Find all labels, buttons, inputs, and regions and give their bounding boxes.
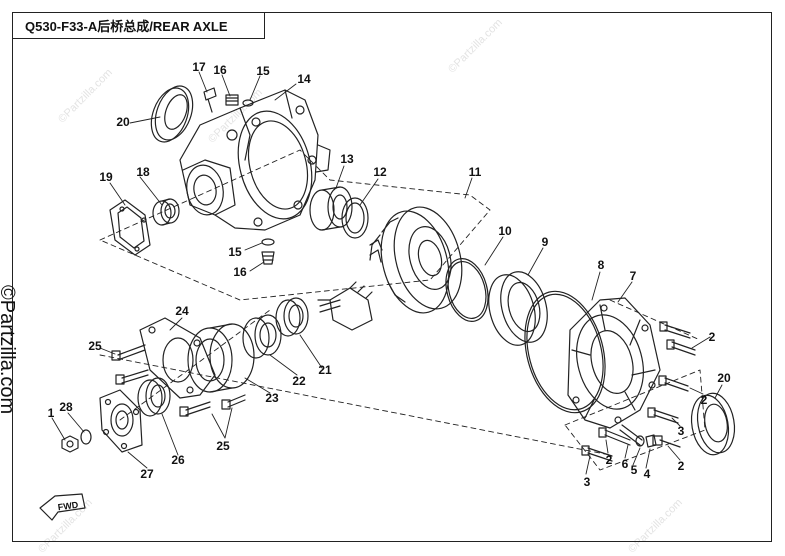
- callout-18[interactable]: 18: [136, 165, 150, 179]
- callout-8[interactable]: 8: [597, 258, 605, 272]
- part-28-washer: [80, 429, 92, 445]
- callout-23[interactable]: 23: [265, 391, 279, 405]
- callout-16[interactable]: 16: [213, 63, 227, 77]
- callout-2[interactable]: 2: [700, 393, 708, 407]
- part-16-plug-lower: [261, 251, 275, 265]
- callout-25[interactable]: 25: [88, 339, 102, 353]
- callout-17[interactable]: 17: [192, 60, 206, 74]
- callout-20[interactable]: 20: [717, 371, 731, 385]
- callout-1[interactable]: 1: [47, 406, 55, 420]
- part-2-bolts: [647, 321, 696, 448]
- fwd-arrow-icon: [39, 493, 86, 521]
- part-20-oil-seal-upper: [150, 85, 194, 143]
- page-title: Q530-F33-A后桥总成/REAR AXLE: [13, 13, 265, 39]
- pinion-gear: [317, 281, 373, 331]
- part-21-seal: [275, 297, 309, 337]
- part-25-bolts: [111, 344, 246, 417]
- callout-22[interactable]: 22: [292, 374, 306, 388]
- part-24-gasket: [139, 317, 216, 399]
- part-8-o-ring: [524, 290, 606, 414]
- callout-15[interactable]: 15: [256, 64, 270, 78]
- callout-13[interactable]: 13: [340, 152, 354, 166]
- callout-28[interactable]: 28: [59, 400, 73, 414]
- part-10-o-ring: [445, 258, 489, 322]
- part-19-gasket: [109, 199, 151, 256]
- part-12-shim: [341, 197, 369, 239]
- callout-26[interactable]: 26: [171, 453, 185, 467]
- callout-16[interactable]: 16: [233, 265, 247, 279]
- part-16-plug-upper: [225, 94, 239, 106]
- part-4-nut: [645, 434, 657, 448]
- part-18-bearing: [152, 198, 180, 226]
- part-22-bearing: [242, 314, 282, 359]
- part-7-cover: [567, 297, 661, 429]
- callout-2[interactable]: 2: [708, 330, 716, 344]
- drawing-frame: [12, 12, 772, 542]
- callout-24[interactable]: 24: [175, 304, 189, 318]
- callout-21[interactable]: 21: [318, 363, 332, 377]
- callout-25[interactable]: 25: [216, 439, 230, 453]
- callout-12[interactable]: 12: [373, 165, 387, 179]
- callout-9[interactable]: 9: [541, 235, 549, 249]
- callout-15[interactable]: 15: [228, 245, 242, 259]
- part-27-flange: [99, 389, 143, 453]
- part-3-bolts: [581, 427, 631, 462]
- callout-5[interactable]: 5: [630, 463, 638, 477]
- callout-3[interactable]: 3: [583, 475, 591, 489]
- part-5-washer: [635, 435, 645, 447]
- part-17-pin: [203, 87, 217, 113]
- callout-7[interactable]: 7: [629, 269, 637, 283]
- part-15-washer-lower: [261, 238, 275, 246]
- callout-20[interactable]: 20: [116, 115, 130, 129]
- callout-2[interactable]: 2: [605, 453, 613, 467]
- part-20-oil-seal-lower: [690, 392, 736, 456]
- part-1-nut: [61, 435, 79, 453]
- part-26-seal: [137, 377, 171, 417]
- callout-27[interactable]: 27: [140, 467, 154, 481]
- part-14-housing: [179, 89, 331, 231]
- side-watermark: ©Partzilla.com: [0, 285, 18, 415]
- part-13-bearing: [309, 186, 353, 231]
- part-15-washer-upper: [242, 99, 254, 107]
- callout-2[interactable]: 2: [677, 459, 685, 473]
- callout-4[interactable]: 4: [643, 467, 651, 481]
- callout-11[interactable]: 11: [468, 165, 482, 179]
- callout-19[interactable]: 19: [99, 170, 113, 184]
- callout-10[interactable]: 10: [498, 224, 512, 238]
- callout-3[interactable]: 3: [677, 424, 685, 438]
- callout-6[interactable]: 6: [621, 457, 629, 471]
- part-11-ring-gear: [369, 206, 463, 314]
- callout-14[interactable]: 14: [297, 72, 311, 86]
